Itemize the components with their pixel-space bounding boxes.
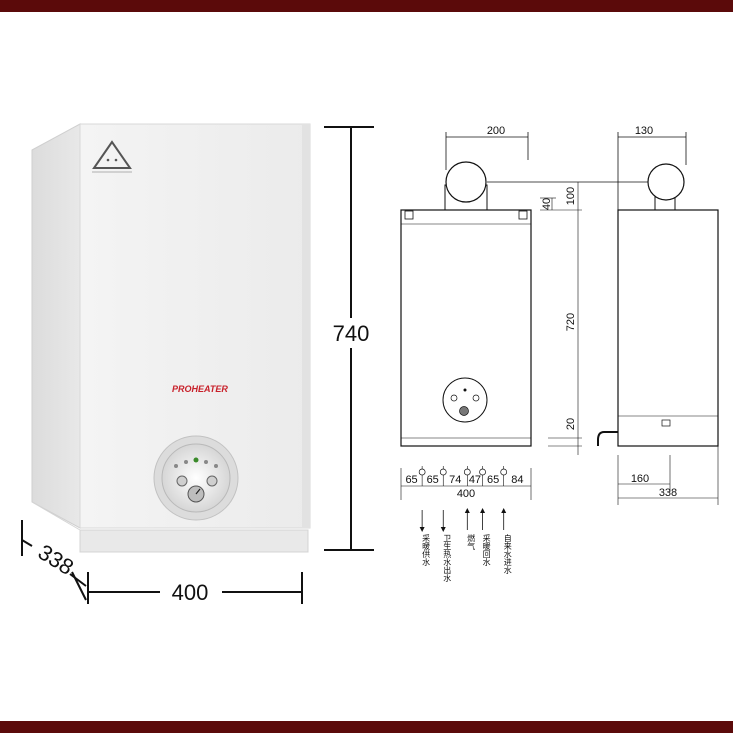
arrow-up-icon [464,508,470,513]
heating-knob-icon [176,475,188,487]
side-flue-outlet-icon [647,163,685,201]
brand-logo: PROHEATER [172,384,228,394]
front-top-dim: 200 [487,125,505,137]
indicator-led [214,464,218,468]
power-led [193,457,199,463]
boiler-3d-view: PROHEATER 740 [21,123,374,605]
front-bottom-dim: 47 [469,474,481,486]
indicator-led [174,464,178,468]
depth-dimension: 338 [21,520,87,601]
front-side-dim-40: 40 [541,198,553,210]
arrow-up-icon [480,508,486,513]
front-side-dim-100: 100 [565,187,577,205]
depth-label: 338 [34,539,78,580]
connection-marker-icon [418,468,426,476]
height-label: 740 [333,321,370,346]
mount-bracket [518,210,528,220]
side-pipe [597,431,618,446]
front-bottom-dim: 65 [487,474,499,486]
mount-bracket [404,210,414,220]
front-control-dial [442,377,488,423]
connection-label: 采暖供水 [422,533,431,566]
height-dimension: 740 [324,126,374,551]
front-side-dim-720: 720 [565,313,577,331]
warning-triangle-icon [92,140,132,173]
front-total-width: 400 [457,488,475,500]
bottom-frame-bar [0,721,733,733]
front-bottom-dim: 74 [449,474,461,486]
boiler-bottom-edge [31,501,81,531]
arrow-up-icon [501,508,507,513]
hotwater-knob-icon [206,475,218,487]
indicator-led [204,460,208,464]
side-technical-view: 130 160 338 [597,125,719,505]
connection-marker-icon [479,468,486,476]
side-body-outline [617,209,719,447]
connection-label: 燃气 [467,533,476,550]
side-dim-160: 160 [631,473,649,485]
boiler-right-edge [302,124,310,528]
side-top-dim: 130 [635,125,653,137]
side-dim-338: 338 [659,487,677,499]
front-bottom-dims: 65 65 74 47 65 84 [405,466,523,486]
connection-marker-icon [500,468,508,476]
connection-labels: 采暖供水 卫生热水出水 燃气采暖回水 自来水进水 [418,468,512,582]
front-bottom-dim: 65 [427,474,439,486]
indicator-led [184,460,188,464]
boiler-bottom-plinth [79,529,309,553]
boiler-side-face [31,123,81,529]
front-technical-view: 200 100 40 720 20 65 65 74 47 65 84 400 [400,125,650,582]
width-dimension: 400 [87,572,303,605]
top-frame-bar [0,0,733,12]
width-label: 400 [172,580,209,605]
connection-marker-icon [463,468,471,476]
connection-label: 采暖回水 [482,533,491,566]
arrow-down-icon [440,527,446,532]
front-bottom-dim: 65 [405,474,417,486]
front-bottom-dim: 84 [511,474,523,486]
front-pressure-gauge-icon [459,406,469,416]
connection-label: 卫生热水出水 [443,534,452,582]
arrow-down-icon [419,527,425,532]
connection-marker-icon [439,468,447,476]
front-side-dim-20: 20 [565,418,577,430]
flue-outlet-icon [445,161,487,203]
control-panel [153,435,239,521]
connection-label: 自来水进水 [503,533,512,574]
